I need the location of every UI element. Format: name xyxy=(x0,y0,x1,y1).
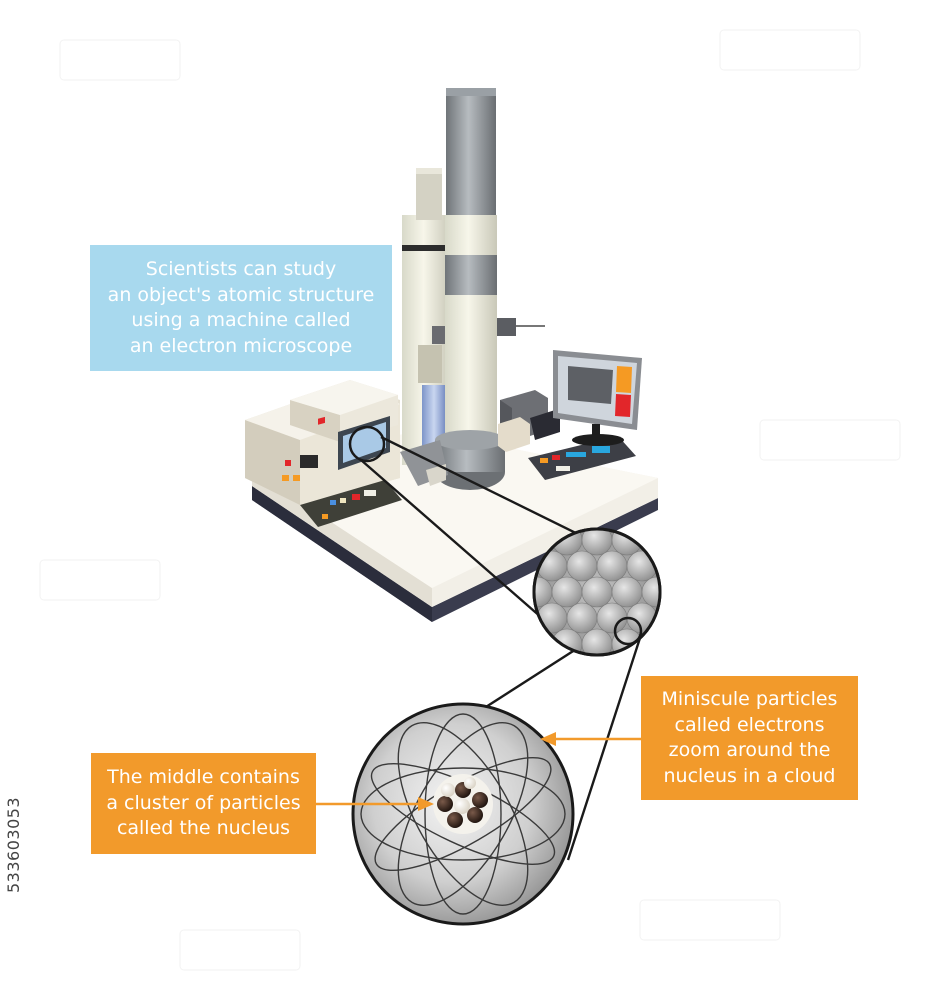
atom-magnifier-icon xyxy=(351,702,575,926)
electrons-callout: Miniscule particles called electrons zoo… xyxy=(641,676,858,800)
stock-image-id: 533603053 xyxy=(4,796,23,894)
microscope-callout: Scientists can study an object's atomic … xyxy=(90,245,392,371)
callout-line: called electrons xyxy=(674,713,825,736)
callout-line: Scientists can study xyxy=(145,258,337,280)
lattice-atom xyxy=(717,603,747,633)
lattice-atom xyxy=(672,525,702,555)
lattice-atom xyxy=(656,602,660,634)
lattice-atom xyxy=(702,629,732,659)
watermark-pattern xyxy=(39,29,901,971)
lattice-atom xyxy=(687,499,717,529)
callout-line: an electron microscope xyxy=(129,334,353,357)
lattice-atom xyxy=(581,576,613,608)
lattice-atom xyxy=(687,603,717,633)
lattice-atom xyxy=(566,654,598,655)
lattice-atom xyxy=(687,551,717,581)
lattice-atom xyxy=(672,577,702,607)
lattice-atom xyxy=(492,629,522,659)
lattice-atom xyxy=(551,576,583,608)
lattice-atom xyxy=(566,550,598,582)
callout-line: Miniscule particles xyxy=(661,688,838,710)
lattice-atom xyxy=(534,654,538,655)
lattice-atom xyxy=(611,576,643,608)
atomic-lattice-magnifier-icon xyxy=(462,499,747,685)
callout-line: The middle contains xyxy=(107,766,300,789)
lattice-atom xyxy=(641,576,660,608)
lattice-atom xyxy=(702,577,732,607)
callout-line: nucleus in a cloud xyxy=(663,764,836,787)
electrons-pointer-arrow xyxy=(540,732,641,746)
callout-line: a cluster of particles xyxy=(106,791,301,814)
lattice-atom xyxy=(656,550,660,582)
lattice-atom xyxy=(717,499,747,529)
lattice-atom xyxy=(534,628,553,655)
electron-microscope-icon xyxy=(245,88,658,622)
lattice-atom xyxy=(477,655,507,685)
lattice-atom xyxy=(641,628,660,655)
lattice-atom xyxy=(672,629,702,659)
lattice-atom xyxy=(536,602,568,634)
lattice-atom xyxy=(462,629,492,659)
nucleus-pointer-arrow xyxy=(316,797,434,811)
callout-line: using a machine called xyxy=(131,309,351,331)
lattice-atom xyxy=(477,603,507,633)
callout-line: an object's atomic structure xyxy=(107,283,375,306)
lattice-atom xyxy=(534,576,553,608)
nucleus-callout-box xyxy=(91,753,316,854)
lattice-atom xyxy=(717,551,747,581)
lattice-atom xyxy=(566,602,598,634)
nucleus-cluster xyxy=(437,777,488,828)
lattice-atom xyxy=(596,654,628,655)
callout-line: zoom around the xyxy=(668,739,831,761)
lattice-atom xyxy=(702,525,732,555)
electrons-callout-box xyxy=(641,676,858,800)
callout-line: called the nucleus xyxy=(116,817,291,840)
lattice-atom xyxy=(596,550,628,582)
microscope-callout-box xyxy=(90,245,392,371)
lattice-atom xyxy=(534,602,538,634)
lattice-atom xyxy=(641,529,660,556)
lattice-atom xyxy=(626,550,658,582)
lattice-atom xyxy=(656,529,660,530)
nucleus-callout: The middle contains a cluster of particl… xyxy=(91,753,316,854)
